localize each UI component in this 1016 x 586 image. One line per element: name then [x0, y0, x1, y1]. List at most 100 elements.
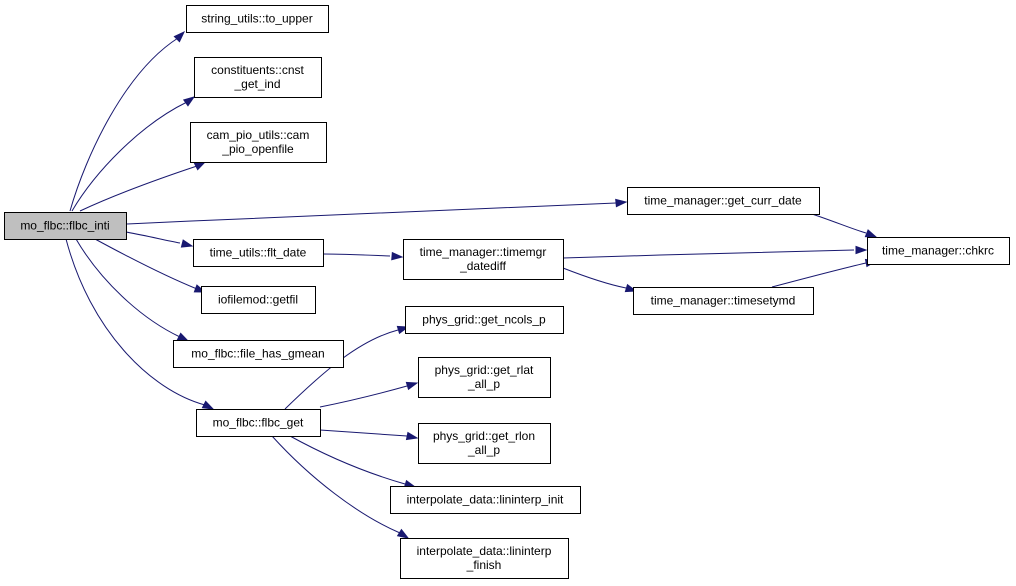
edge-root-to-getfil: [94, 238, 207, 293]
edge-root-to-cam_pio_openfile: [79, 161, 207, 212]
edge-root-to-get_curr_date: [125, 198, 628, 225]
node-label: mo_flbc::flbc_get: [213, 416, 304, 430]
edge-root-to-cnst_get_ind: [71, 96, 196, 212]
node-get-rlat-all-p[interactable]: phys_grid::get_rlat_all_p: [418, 357, 551, 398]
edge-arrowhead: [405, 431, 419, 441]
edge-line: [319, 385, 408, 408]
edge-timesetymd-to-chkrc: [771, 258, 878, 288]
node-get-rlon-all-p[interactable]: phys_grid::get_rlon_all_p: [418, 423, 551, 464]
node-label: phys_grid::get_rlon: [433, 429, 535, 443]
edge-arrowhead: [405, 381, 419, 391]
node-label: interpolate_data::lininterp_init: [407, 493, 564, 507]
edge-line: [75, 238, 181, 338]
edge-line: [319, 429, 408, 437]
node-root[interactable]: mo_flbc::flbc_inti: [4, 212, 127, 240]
node-label: _finish: [466, 558, 502, 572]
node-timesetymd[interactable]: time_manager::timesetymd: [633, 287, 814, 315]
node-box[interactable]: [193, 239, 324, 267]
edge-line: [322, 253, 391, 257]
node-box[interactable]: [633, 287, 814, 315]
node-flbc-get[interactable]: mo_flbc::flbc_get: [196, 409, 321, 437]
edge-root-to-file_has_gmean: [75, 238, 190, 342]
node-box[interactable]: [867, 237, 1010, 265]
edge-line: [125, 202, 617, 225]
node-label: phys_grid::get_rlat: [435, 363, 534, 377]
edge-line: [65, 238, 206, 406]
edge-arrowhead: [182, 96, 196, 107]
edge-arrowhead: [180, 239, 194, 248]
edge-line: [94, 238, 198, 290]
edge-flt_date-to-timemgr_datediff: [322, 251, 404, 261]
edge-arrowhead: [201, 400, 215, 410]
edge-arrowhead: [396, 528, 410, 539]
node-lininterp-finish[interactable]: interpolate_data::lininterp_finish: [400, 538, 569, 579]
node-label: _pio_openfile: [221, 142, 294, 156]
node-label: time_utils::flt_date: [210, 246, 307, 260]
edge-arrowhead: [615, 198, 628, 208]
node-label: _all_p: [467, 443, 500, 457]
edge-arrowhead: [855, 245, 868, 255]
edge-line: [562, 267, 627, 289]
node-label: constituents::cnst: [211, 63, 304, 77]
edge-timemgr_datediff-to-timesetymd: [562, 267, 638, 293]
node-box[interactable]: [418, 357, 551, 398]
node-to-upper[interactable]: string_utils::to_upper: [186, 5, 329, 33]
node-label: _get_ind: [233, 77, 280, 91]
node-box[interactable]: [418, 423, 551, 464]
edge-line: [69, 37, 179, 212]
call-nodes: mo_flbc::flbc_inti string_utils::to_upper…: [4, 5, 1010, 579]
node-cnst-get-ind[interactable]: constituents::cnst_get_ind: [194, 57, 322, 98]
edge-line: [811, 213, 867, 234]
node-flt-date[interactable]: time_utils::flt_date: [193, 239, 324, 267]
node-lininterp-init[interactable]: interpolate_data::lininterp_init: [390, 486, 581, 514]
node-box[interactable]: [190, 122, 327, 163]
node-getfil[interactable]: iofilemod::getfil: [201, 286, 316, 314]
node-box[interactable]: [400, 538, 569, 579]
node-box[interactable]: [173, 340, 344, 368]
node-label: iofilemod::getfil: [218, 293, 298, 307]
edge-get_curr_date-to-chkrc: [811, 213, 878, 238]
edge-arrowhead: [176, 332, 190, 342]
node-box[interactable]: [201, 286, 316, 314]
node-cam-pio-openfile[interactable]: cam_pio_utils::cam_pio_openfile: [190, 122, 327, 163]
edge-arrowhead: [391, 251, 404, 261]
node-label: phys_grid::get_ncols_p: [422, 313, 546, 327]
node-box[interactable]: [390, 486, 581, 514]
node-timemgr-datediff[interactable]: time_manager::timemgr_datediff: [403, 239, 564, 280]
node-box[interactable]: [405, 306, 564, 334]
node-label: mo_flbc::flbc_inti: [20, 219, 109, 233]
node-box[interactable]: [627, 187, 820, 215]
node-chkrc[interactable]: time_manager::chkrc: [867, 237, 1010, 265]
edge-arrowhead: [864, 229, 878, 238]
node-label: cam_pio_utils::cam: [207, 128, 310, 142]
edge-root-to-flbc_get: [65, 238, 215, 410]
node-label: _all_p: [467, 377, 500, 391]
edge-flbc_get-to-lininterp_init: [289, 435, 417, 489]
edge-flbc_get-to-lininterp_finish: [271, 435, 410, 539]
node-box[interactable]: [4, 212, 127, 240]
edge-flbc_get-to-get_rlon_all_p: [319, 429, 419, 441]
node-get-curr-date[interactable]: time_manager::get_curr_date: [627, 187, 820, 215]
edge-root-to-to_upper: [69, 30, 186, 212]
node-box[interactable]: [186, 5, 329, 33]
node-label: time_manager::chkrc: [882, 244, 994, 258]
node-box[interactable]: [196, 409, 321, 437]
node-box[interactable]: [403, 239, 564, 280]
edge-line: [562, 249, 855, 259]
edge-line: [79, 165, 198, 212]
edge-flbc_get-to-get_rlat_all_p: [319, 381, 419, 408]
node-label: time_manager::timesetymd: [651, 294, 796, 308]
edge-line: [71, 101, 188, 212]
node-label: mo_flbc::file_has_gmean: [191, 347, 324, 361]
edge-timemgr_datediff-to-chkrc: [562, 245, 868, 259]
node-label: time_manager::timemgr: [420, 245, 547, 259]
node-label: time_manager::get_curr_date: [644, 194, 802, 208]
edge-root-to-flt_date: [125, 231, 194, 248]
node-get-ncols-p[interactable]: phys_grid::get_ncols_p: [405, 306, 564, 334]
node-box[interactable]: [194, 57, 322, 98]
edge-arrowhead: [173, 30, 186, 43]
edge-arrowhead: [193, 161, 207, 171]
node-file-has-gmean[interactable]: mo_flbc::file_has_gmean: [173, 340, 344, 368]
node-label: interpolate_data::lininterp: [417, 544, 552, 558]
